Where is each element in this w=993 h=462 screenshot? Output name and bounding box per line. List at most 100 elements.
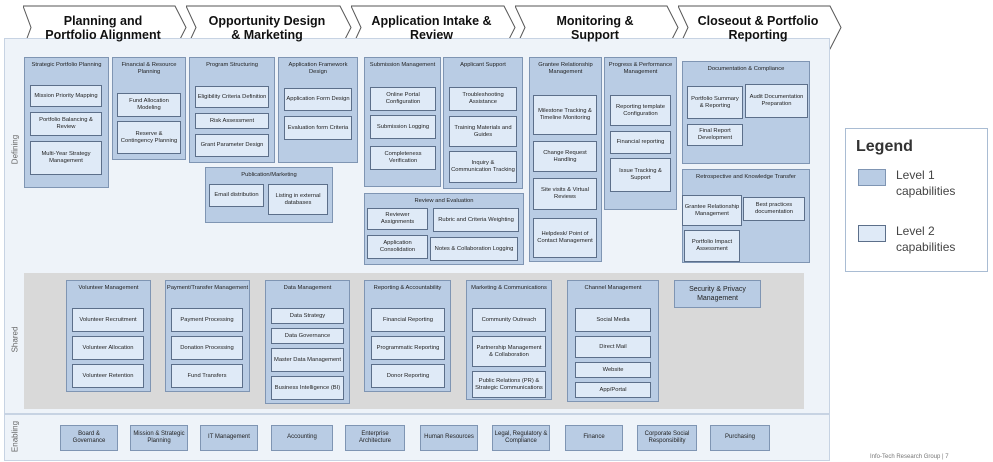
capability-enabling: Legal, Regulatory & Compliance [492,425,550,451]
phase-label: Closeout & Portfolio Reporting [697,13,819,42]
row-label-defining: Defining [10,134,20,165]
capability-item: Risk Assessment [195,113,269,129]
capability-item: Milestone Tracking & Timeline Monitoring [533,95,597,135]
capability-title: Grantee Relationship Management [538,62,593,75]
capability-item: Inquiry & Communication Tracking [449,151,517,183]
capability-item: Grantee Relationship Management [682,195,742,226]
capability-item: Change Request Handling [533,141,597,172]
capability-item: Submission Logging [370,115,436,139]
capability-item: Reporting template Configuration [610,95,671,126]
capability-title: Progress & Performance Management [608,62,673,75]
capability-item: Helpdesk/ Point of Contact Management [533,218,597,258]
capability-item: Listing in external databases [268,184,328,215]
capability-title: Review and Evaluation [414,198,474,204]
capability-title: Publication/Marketing [241,172,297,178]
capability-item: Final Report Development [687,124,743,146]
capability-item: Rubric and Criteria Weighting [433,208,519,232]
capability-item: Portfolio Summary & Reporting [687,86,743,119]
capability-item: Fund Allocation Modeling [117,93,181,117]
capability-item: Donor Reporting [371,364,445,388]
legend-level1-label: Level 1 capabilities [896,168,956,198]
capability-item: Training Materials and Guides [449,116,517,147]
capability-item: Completeness Verification [370,146,436,170]
phase-chevron: Closeout & Portfolio Reporting [678,5,842,50]
capability-enabling: Accounting [271,425,333,451]
capability-item: Notes & Collaboration Logging [430,237,518,261]
capability-item: App/Portal [575,382,651,398]
capability-item: Financial Reporting [371,308,445,332]
capability-item: Public Relations (PR) & Strategic Commun… [472,371,546,398]
capability-title: Channel Management [584,285,642,291]
capability-enabling: Corporate Social Responsibility [637,425,697,451]
capability-title: Application Framework Design [288,62,348,75]
capability-item: Data Strategy [271,308,344,324]
capability-item: Reviewer Assignments [367,208,428,230]
phase-label: Opportunity Design & Marketing [208,13,326,42]
phase-label: Application Intake & Review [371,13,492,42]
capability-title: Reporting & Accountability [373,285,442,291]
capability-item: Application Form Design [284,88,352,111]
capability-item: Donation Processing [171,336,243,360]
level1-swatch-icon [858,169,886,186]
capability-title: Documentation & Compliance [707,66,785,72]
legend-title: Legend [856,138,913,155]
capability-item: Issue Tracking & Support [610,158,671,192]
phase-chevron: Application Intake & Review [351,5,516,50]
capability-item: Reserve & Contingency Planning [117,121,181,154]
row-label-enabling: Enabling [10,420,20,453]
capability-item: Community Outreach [472,308,546,332]
capability-enabling: Finance [565,425,623,451]
capability-title: Volunteer Management [78,285,139,291]
capability-item: Financial reporting [610,131,671,154]
capability-item: Email distribution [209,184,264,207]
phase-chevron: Opportunity Design & Marketing [186,5,352,50]
capability-item: Online Portal Configuration [370,87,436,111]
capability-item: Best practices documentation [743,197,805,221]
capability-item: Mission Priority Mapping [30,85,102,107]
footer: Info-Tech Research Group | 7 [870,454,949,460]
capability-enabling: Enterprise Architecture [345,425,405,451]
capability-item: Website [575,362,651,378]
capability-item: Grant Parameter Design [195,134,269,157]
capability-item: Payment Processing [171,308,243,332]
phase-label: Planning and Portfolio Alignment [45,13,161,42]
capability-item: Partnership Management & Collaboration [472,336,546,367]
capability-title: Applicant Support [460,62,506,68]
enabling-band [4,414,830,461]
capability-enabling: IT Management [200,425,258,451]
capability-item: Site visits & Virtual Reviews [533,178,597,210]
capability-title: Program Structuring [206,62,258,68]
capability-item: Business Intelligence (BI) [271,376,344,400]
capability-item: Volunteer Recruitment [72,308,144,332]
capability-item: Portfolio Balancing & Review [30,112,102,136]
capability-security-privacy-management: Security & Privacy Management [674,280,761,308]
capability-item: Fund Transfers [171,364,243,388]
capability-item: Volunteer Retention [72,364,144,388]
capability-item: Volunteer Allocation [72,336,144,360]
capability-item: Direct Mail [575,336,651,358]
capability-item: Programmatic Reporting [371,336,445,360]
capability-item: Evaluation form Criteria [284,116,352,140]
capability-title: Payment/Transfer Management [166,285,249,291]
capability-item: Master Data Management [271,348,344,372]
level2-swatch-icon [858,225,886,242]
legend-level2-label: Level 2 capabilities [896,224,956,254]
capability-item: Portfolio Impact Assessment [684,230,740,262]
capability-item: Data Governance [271,328,344,344]
capability-title: Data Management [283,285,332,291]
phase-chevron: Monitoring & Support [515,5,679,50]
capability-item: Multi-Year Strategy Management [30,141,102,175]
capability-title: Marketing & Communications [471,285,547,291]
capability-title: Retrospective and Knowledge Transfer [696,174,796,180]
capability-enabling: Board & Governance [60,425,118,451]
capability-item: Application Consolidation [367,235,428,259]
row-label-shared: Shared [10,326,20,353]
capability-enabling: Mission & Strategic Planning [130,425,188,451]
capability-item: Troubleshooting Assistance [449,87,517,111]
capability-enabling: Purchasing [710,425,770,451]
capability-item: Eligibility Criteria Definition [195,86,269,108]
capability-title: Financial & Resource Planning [121,62,177,75]
capability-item: Audit Documentation Preparation [745,84,808,118]
capability-enabling: Human Resources [420,425,478,451]
legend: Legend Level 1 capabilities Level 2 capa… [845,128,988,272]
